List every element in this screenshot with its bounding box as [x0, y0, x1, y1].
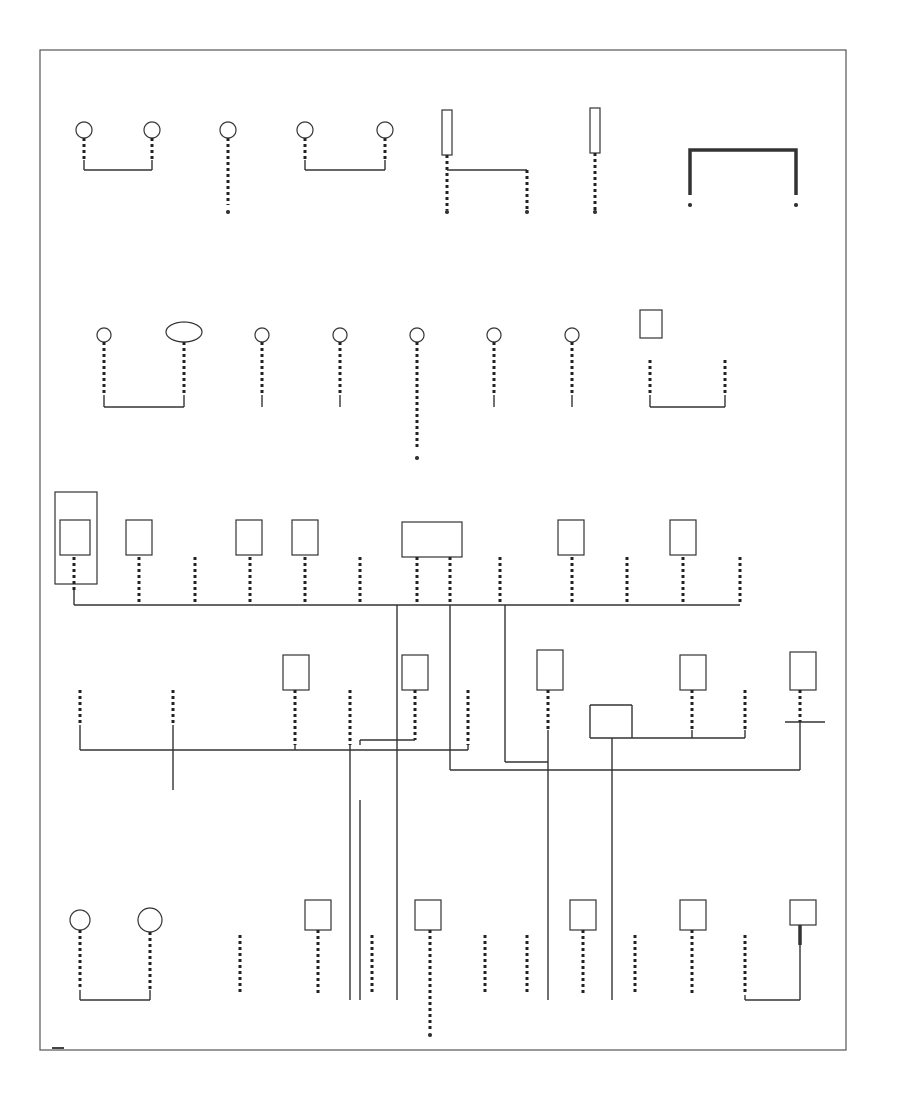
component-box [589, 107, 601, 154]
component-connector [143, 121, 161, 139]
component-box [557, 519, 585, 556]
component-connector [165, 321, 203, 343]
row-1-components [75, 107, 798, 214]
component-box [291, 519, 319, 556]
component-connector [409, 327, 425, 343]
component-connector [254, 327, 270, 343]
component-box [679, 654, 707, 691]
component-box [235, 519, 263, 556]
component-box [536, 649, 564, 691]
component-box [789, 651, 817, 691]
row-2-components [96, 309, 727, 460]
component-connector [486, 327, 502, 343]
component-connector [564, 327, 580, 343]
component-box [669, 519, 697, 556]
component-connector [75, 121, 93, 139]
ground-point [226, 210, 230, 214]
component-box [282, 654, 310, 691]
diagram-frame [39, 49, 847, 1051]
ground-point [525, 210, 529, 214]
ground-point [445, 210, 449, 214]
component-box [401, 654, 429, 691]
component-connector [69, 909, 91, 931]
row-3-components [54, 491, 742, 606]
component-box [304, 899, 332, 931]
ground-point [688, 203, 692, 207]
component-connector [296, 121, 314, 139]
shielded-wire [688, 148, 798, 195]
component-box [569, 899, 597, 931]
component-box [679, 899, 707, 931]
component-connector [137, 907, 163, 933]
component-box [414, 899, 442, 931]
ground-point [428, 1033, 432, 1037]
row-4-components [78, 605, 825, 1000]
row-5-components [69, 800, 817, 1037]
ground-point [415, 456, 419, 460]
component-connector [96, 327, 112, 343]
ground-point [794, 203, 798, 207]
ground-point [593, 210, 597, 214]
component-connector [376, 121, 394, 139]
component-connector [219, 121, 237, 139]
component-connector [332, 327, 348, 343]
component-box [125, 519, 153, 556]
component-box [59, 519, 91, 556]
component-box [401, 521, 463, 558]
component-box [789, 899, 817, 926]
component-box [639, 309, 663, 339]
component-box [441, 109, 453, 156]
